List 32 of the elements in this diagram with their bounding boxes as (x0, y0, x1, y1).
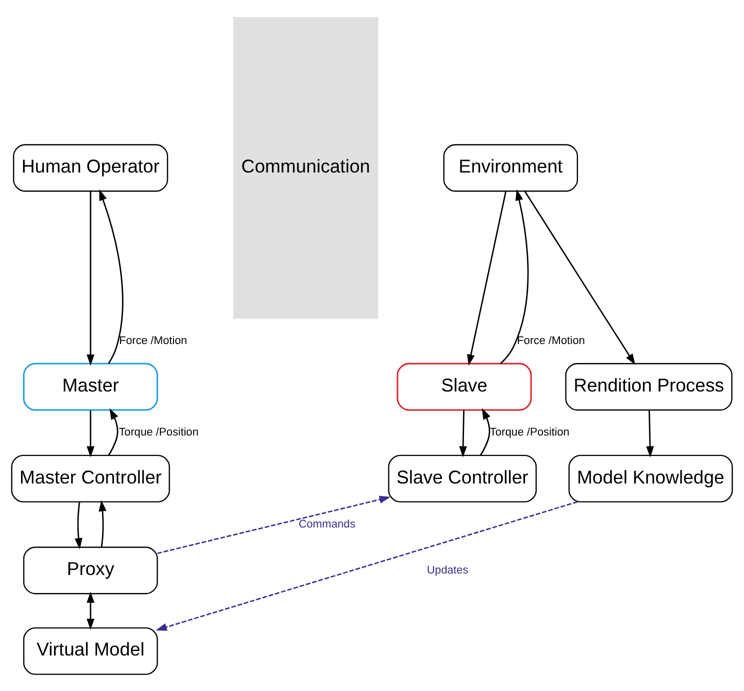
arrow (108, 408, 118, 456)
node-box: Virtual Model (23, 626, 158, 674)
node-box: Proxy (23, 546, 158, 594)
arrow (99, 188, 124, 364)
arrow (467, 190, 507, 366)
edge-label: Torque /Position (118, 426, 199, 438)
edge-label: Commands (298, 518, 356, 530)
edge-label: Updates (426, 564, 468, 576)
node-box: Communication (233, 16, 378, 318)
arrow (480, 408, 490, 456)
arrow (86, 591, 94, 630)
node-box: Master (23, 362, 158, 410)
arrow (646, 410, 654, 457)
edge-label: Torque /Position (490, 426, 570, 438)
node-box: Master Controller (11, 454, 170, 502)
arrow (524, 190, 636, 364)
arrow (86, 190, 94, 366)
node-box: Human Operator (12, 144, 168, 192)
arrow (157, 495, 391, 554)
arrow (98, 500, 106, 547)
arrow (459, 410, 467, 457)
edge-label: Force /Motion (119, 334, 188, 346)
node-box: Slave (396, 362, 532, 410)
arrow (74, 502, 82, 549)
node-box: Model Knowledge (568, 454, 733, 502)
node-box: Slave Controller (388, 454, 537, 502)
arrow (500, 188, 529, 364)
edge-label: Force /Motion (517, 334, 585, 346)
arrow (86, 410, 94, 457)
node-box: Environment (443, 144, 578, 192)
node-box: Rendition Process (565, 362, 732, 410)
arrow (156, 500, 578, 630)
